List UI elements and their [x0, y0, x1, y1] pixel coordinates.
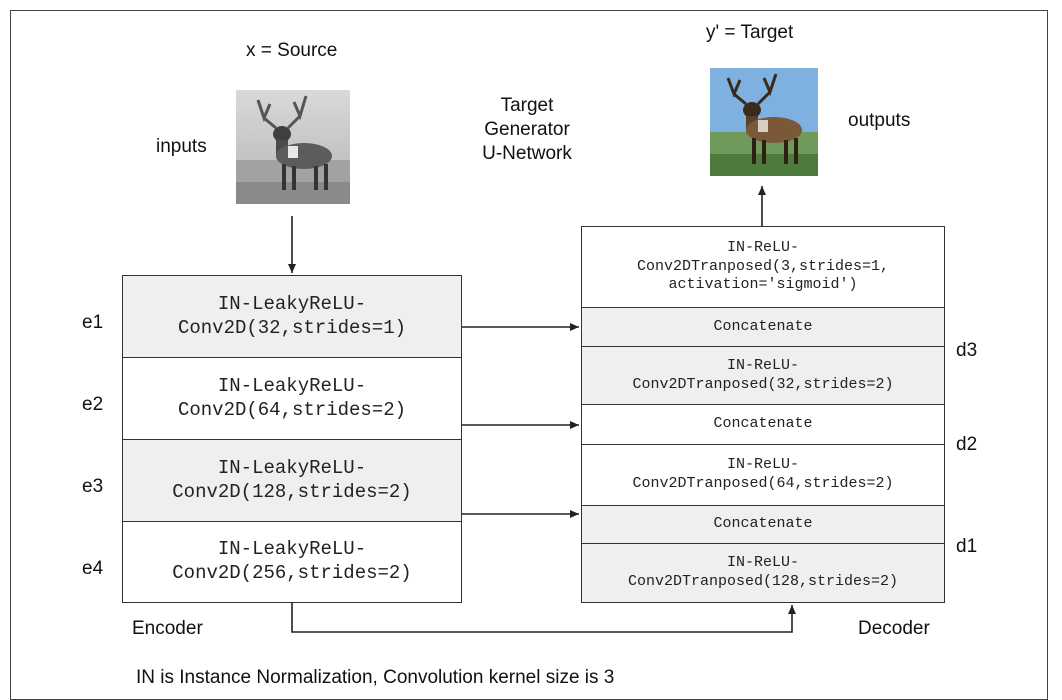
arrow-e4-to-d1 [291, 603, 796, 633]
encoder-e1-line-2: Conv2D(32,strides=1) [177, 316, 407, 339]
generator-title-line-1: Target [500, 95, 554, 116]
generator-title: Target Generator U-Network [462, 94, 592, 166]
decoder-tag-d1: d1 [956, 536, 978, 557]
target-image [710, 68, 818, 176]
encoder-tag-e1: e1 [82, 312, 104, 333]
encoder-e2-line-2: Conv2D(64,strides=2) [177, 398, 407, 421]
decoder-d2-line-2: Conv2DTranposed(64,strides=2) [632, 475, 894, 492]
outputs-label: outputs [848, 110, 911, 131]
encoder-e4-line-2: Conv2D(256,strides=2) [172, 562, 412, 584]
decoder-d3-concatenate-label: Concatenate [713, 317, 813, 335]
decoder-label: Decoder [858, 618, 930, 639]
decoder-d2-block: IN-ReLU- Conv2DTranposed(64,strides=2) [581, 444, 945, 506]
decoder-d2-line-1: IN-ReLU- [726, 456, 799, 474]
encoder-tag-e2: e2 [82, 394, 104, 415]
decoder-tag-d2: d2 [956, 434, 978, 455]
decoder-d2-concatenate: Concatenate [581, 404, 945, 445]
decoder-d1-concatenate: Concatenate [581, 505, 945, 544]
source-label: x = Source [246, 40, 338, 61]
decoder-d1-line-1: IN-ReLU- [726, 554, 799, 572]
decoder-d3-line-1: IN-ReLU- [726, 356, 799, 374]
encoder-tag-e3: e3 [82, 476, 104, 497]
decoder-tag-d3: d3 [956, 340, 978, 361]
footnote: IN is Instance Normalization, Convolutio… [136, 667, 615, 688]
generator-title-line-2: Generator [484, 119, 570, 140]
generator-title-line-3: U-Network [482, 143, 572, 164]
decoder-d3-line-2: Conv2DTranposed(32,strides=2) [632, 375, 894, 393]
decoder-output-line-1: IN-ReLU- [726, 238, 799, 256]
encoder-e1-line-1: IN-LeakyReLU- [217, 292, 367, 315]
source-image [236, 90, 350, 204]
decoder-d1-line-2: Conv2DTranposed(128,strides=2) [627, 573, 899, 590]
decoder-output-line-3: activation='sigmoid') [668, 276, 858, 294]
decoder-d1-block: IN-ReLU- Conv2DTranposed(128,strides=2) [581, 543, 945, 603]
decoder-d1-concatenate-label: Concatenate [713, 515, 813, 533]
encoder-block-e4: IN-LeakyReLU- Conv2D(256,strides=2) [122, 521, 462, 603]
decoder-d2-concatenate-label: Concatenate [713, 415, 813, 433]
encoder-e4-line-1: IN-LeakyReLU- [217, 538, 367, 561]
encoder-e3-line-1: IN-LeakyReLU- [217, 456, 367, 479]
encoder-tag-e4: e4 [82, 558, 104, 579]
encoder-block-e1: IN-LeakyReLU- Conv2D(32,strides=1) [122, 275, 462, 358]
target-label: y' = Target [706, 22, 794, 43]
encoder-label: Encoder [132, 618, 203, 639]
inputs-label: inputs [156, 136, 207, 157]
encoder-block-e3: IN-LeakyReLU- Conv2D(128,strides=2) [122, 439, 462, 522]
decoder-output-block: IN-ReLU- Conv2DTranposed(3,strides=1, ac… [581, 226, 945, 308]
decoder-output-line-2: Conv2DTranposed(3,strides=1, [636, 257, 890, 275]
encoder-e3-line-2: Conv2D(128,strides=2) [172, 480, 412, 503]
encoder-e2-line-1: IN-LeakyReLU- [217, 374, 367, 397]
decoder-d3-block: IN-ReLU- Conv2DTranposed(32,strides=2) [581, 346, 945, 405]
